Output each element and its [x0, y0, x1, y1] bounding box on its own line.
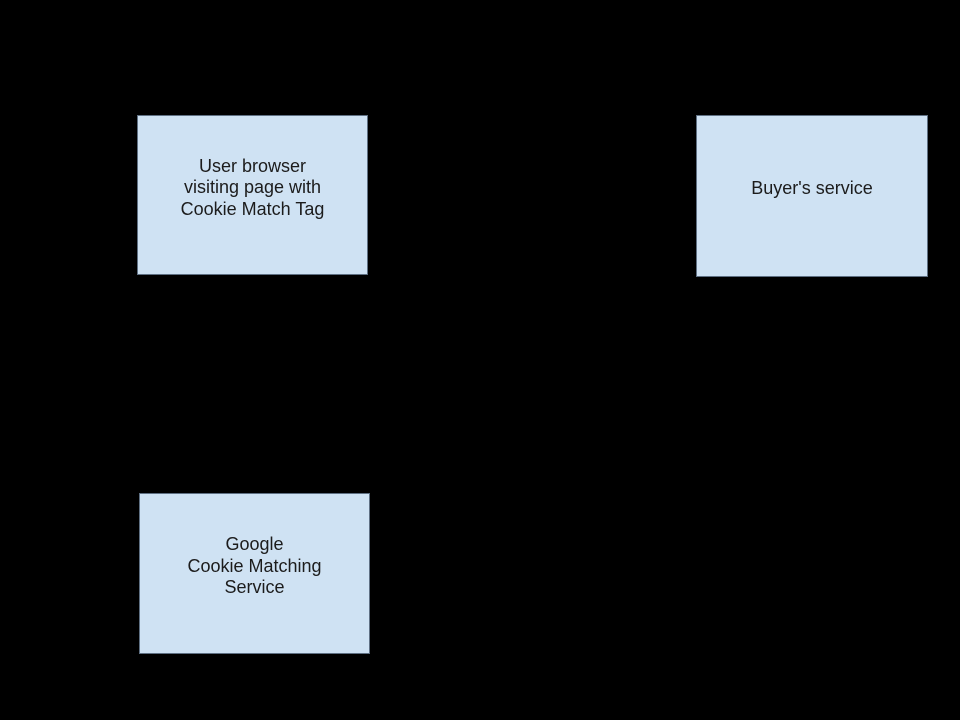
node-user-browser: User browser visiting page with Cookie M… — [137, 115, 368, 275]
node-buyers-service-label: Buyer's service — [751, 178, 873, 199]
node-user-browser-label-line1: User browser — [198, 155, 307, 176]
node-user-browser-label-line2: visiting page with — [183, 177, 322, 198]
node-google-cookie-matching-service: Google Cookie Matching Service — [139, 493, 370, 654]
node-google-cookie-matching-service-label-line1: Google — [225, 534, 284, 555]
node-google-cookie-matching-service-label-line2: Cookie Matching — [187, 555, 322, 576]
node-buyers-service: Buyer's service — [696, 115, 928, 277]
node-google-cookie-matching-service-label-line3: Service — [224, 577, 285, 598]
node-user-browser-label-line3: Cookie Match Tag — [180, 198, 325, 219]
